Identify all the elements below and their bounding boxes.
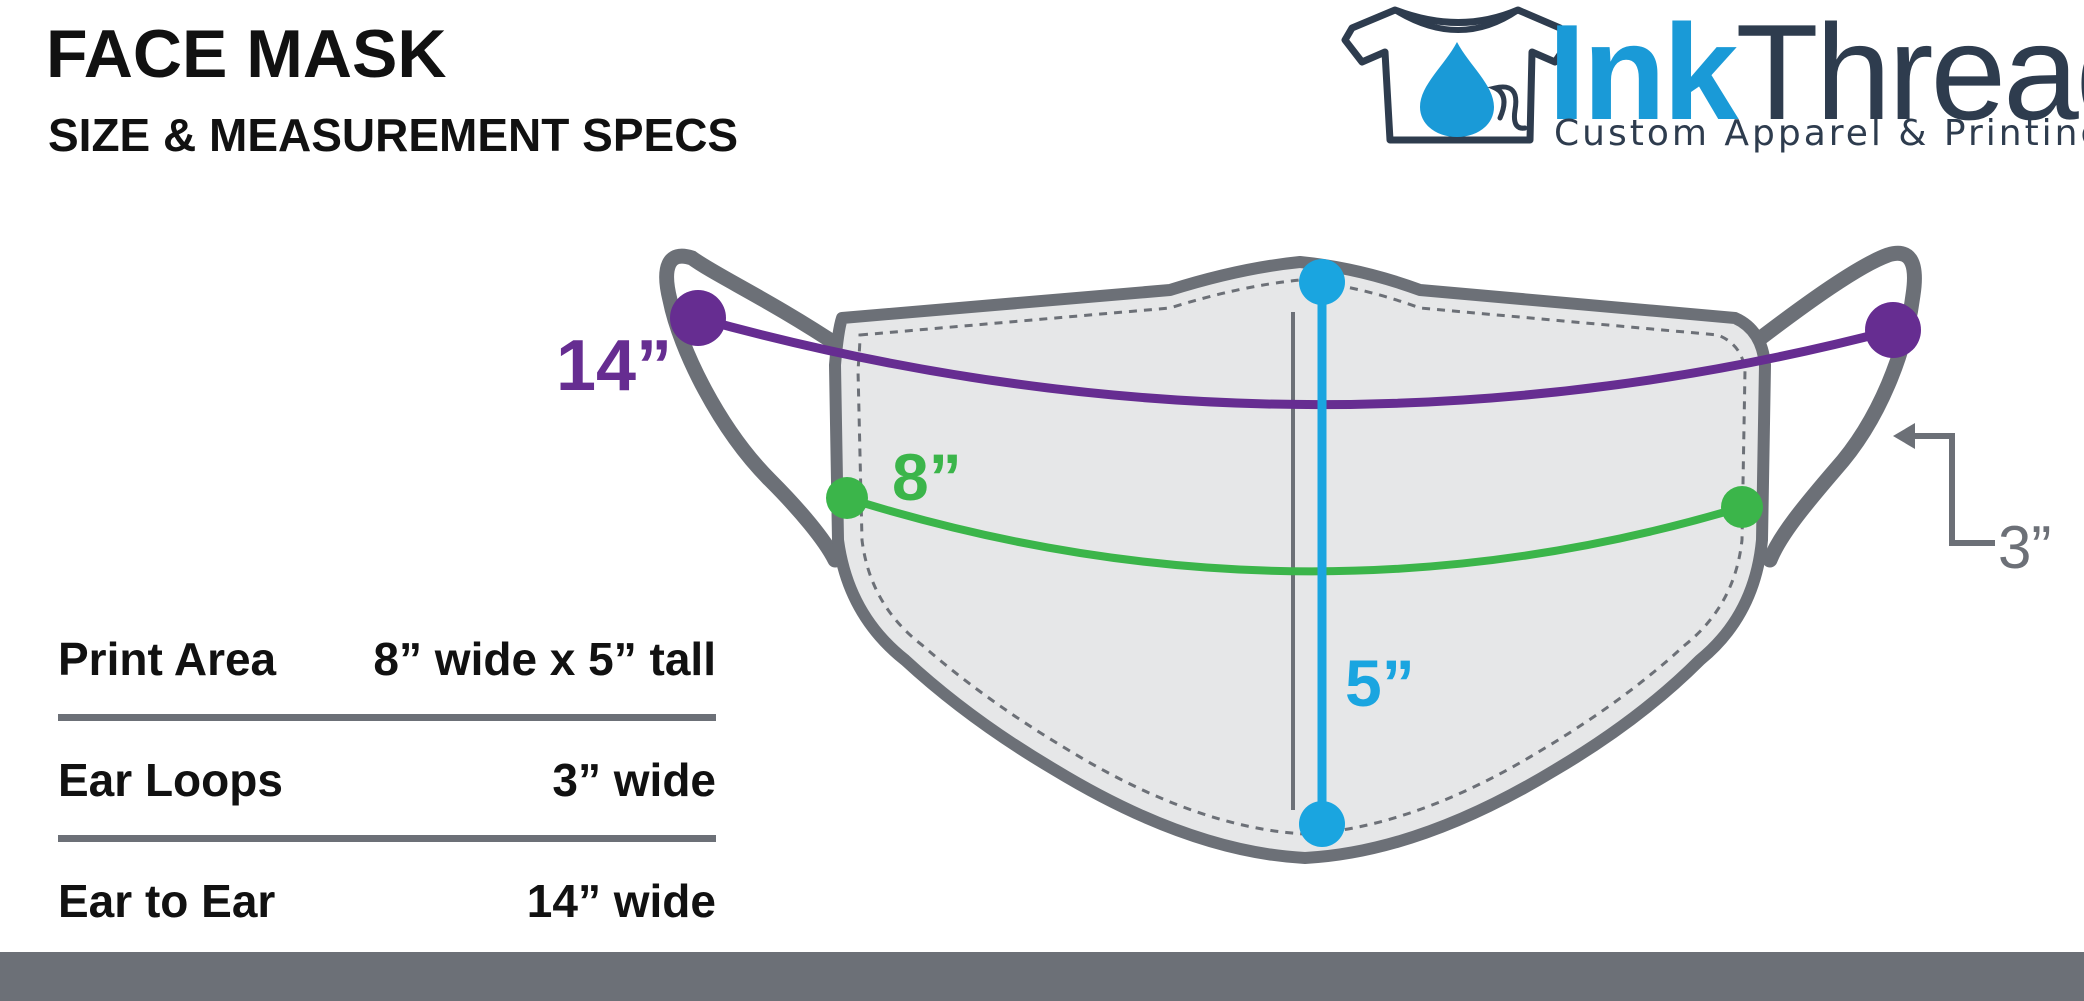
brand-thread: Thread: [1735, 0, 2084, 148]
print-width-dimension-label: 8”: [892, 440, 962, 514]
print-width-right-dot: [1721, 486, 1763, 528]
spec-table: Print Area 8” wide x 5” tall Ear Loops 3…: [58, 624, 716, 936]
page-title: FACE MASK: [46, 16, 447, 92]
print-width-left-dot: [826, 477, 868, 519]
left-ear-loop: [659, 248, 850, 568]
spec-label: Ear Loops: [58, 754, 283, 806]
ear-to-ear-line: [696, 313, 1895, 410]
spec-row-ear-loops: Ear Loops 3” wide: [58, 745, 716, 815]
tshirt-logo-icon: [1341, 6, 1574, 144]
ear-to-ear-right-dot: [1865, 302, 1921, 358]
page-subtitle: SIZE & MEASUREMENT SPECS: [48, 109, 739, 161]
spec-value: 14” wide: [526, 875, 716, 927]
ear-loop-dimension-label: 3”: [1998, 514, 2052, 581]
ear-loop-arrow-icon: [1893, 423, 1915, 449]
brand-tagline: Custom Apparel & Printing: [1554, 113, 2084, 154]
print-height-bottom-dot: [1299, 801, 1345, 847]
spec-label: Ear to Ear: [58, 875, 276, 927]
spec-divider: [58, 714, 716, 721]
brand-wordmark: InkThread: [1548, 4, 2084, 140]
footer-bar: [0, 952, 2084, 1001]
print-height-top-dot: [1299, 259, 1345, 305]
print-width-line: [845, 494, 1744, 576]
spec-row-ear-to-ear: Ear to Ear 14” wide: [58, 866, 716, 936]
spec-divider: [58, 835, 716, 842]
spec-label: Print Area: [58, 633, 277, 685]
right-ear-loop: [1737, 245, 1922, 568]
ear-loop-indicator-line: [1905, 433, 1995, 546]
spec-value: 8” wide x 5” tall: [373, 633, 716, 685]
ear-to-ear-dimension-label: 14”: [556, 326, 673, 406]
spec-row-print-area: Print Area 8” wide x 5” tall: [58, 624, 716, 694]
brand-ink: Ink: [1548, 0, 1738, 148]
ear-to-ear-left-dot: [670, 290, 726, 346]
print-height-dimension-label: 5”: [1345, 646, 1415, 720]
spec-value: 3” wide: [552, 754, 716, 806]
mask-seam: [856, 278, 1747, 836]
mask-body: [829, 256, 1771, 864]
